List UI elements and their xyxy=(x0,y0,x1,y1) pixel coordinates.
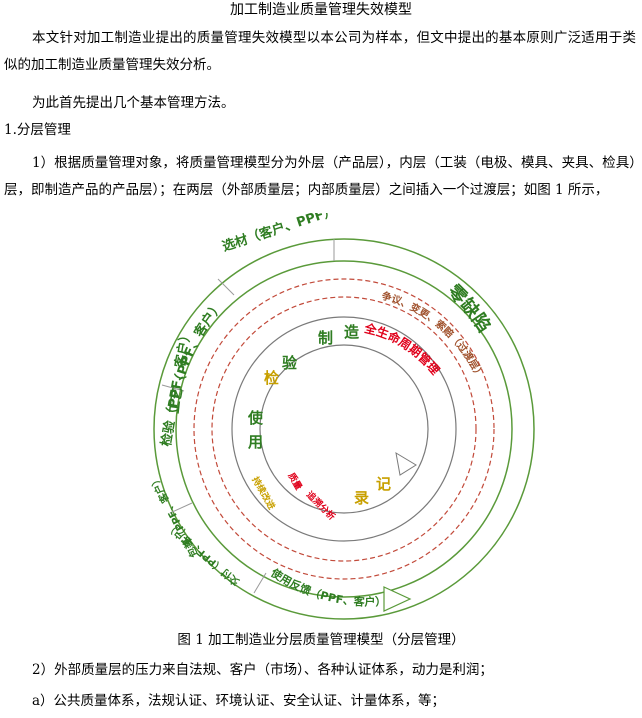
layer-paragraph: 1）根据质量管理对象，将质量管理模型分为外层（产品层），内层（工装（电极、模具、… xyxy=(4,155,636,198)
arrow-outer xyxy=(383,586,412,612)
method-paragraph: 为此首先提出几个基本管理方法。 xyxy=(32,95,235,111)
intro-paragraph: 本文针对加工制造业提出的质量管理失效模型以本公司为样本，但文中提出的基本原则广泛… xyxy=(4,30,636,73)
page-title: 加工制造业质量管理失效模型 xyxy=(230,2,412,18)
core-circle xyxy=(259,344,429,514)
transition-ring-inner xyxy=(211,296,477,562)
transition-ring-outer xyxy=(193,278,495,580)
inner-word-log: 录 xyxy=(354,489,369,507)
outer-label-feedback: 使用反馈（PPF、客户） xyxy=(268,565,387,609)
outer-label-material: 选材（客户、PPF） xyxy=(220,213,338,255)
inner-word-test: 验 xyxy=(282,354,298,372)
inner-word-use: 使 xyxy=(247,409,264,427)
outer-label-inspection: 检验（PPF、客户） xyxy=(158,328,194,448)
inner-ring xyxy=(231,316,457,542)
outer-layer-paragraph: 2）外部质量层的压力来自法规、客户（市场）、各种认证体系，动力是利润； xyxy=(32,662,493,678)
outer-segment-dividers xyxy=(161,239,335,594)
public-system-paragraph: a）公共质量体系，法规认证、环境认证、安全认证、计量体系，等； xyxy=(32,693,446,709)
outer-ring-inner xyxy=(175,260,513,598)
inner-word-apply: 用 xyxy=(248,433,263,451)
inner-word-make: 制 xyxy=(318,329,333,347)
figure-caption: 图 1 加工制造业分层质量管理模型（分层管理） xyxy=(177,632,465,648)
small-label-quality: 质量 xyxy=(285,471,304,493)
inner-word-check: 检 xyxy=(264,369,279,387)
section-heading: 1.分层管理 xyxy=(4,122,71,138)
arrow-inner xyxy=(395,452,417,476)
inner-word-build: 造 xyxy=(344,323,359,341)
svg-text:使用反馈（PPF、客户）: 使用反馈（PPF、客户） xyxy=(268,565,387,609)
inner-word-record: 记 xyxy=(376,475,391,493)
outer-label-delivery: 交付（PPF、客户） xyxy=(163,520,241,589)
outer-ring-outer xyxy=(153,238,535,620)
quality-model-figure: 工艺（PPF、客户） 选材（客户、PPF） 检验（PPF、客户） 包装（PPF、… xyxy=(148,213,535,620)
